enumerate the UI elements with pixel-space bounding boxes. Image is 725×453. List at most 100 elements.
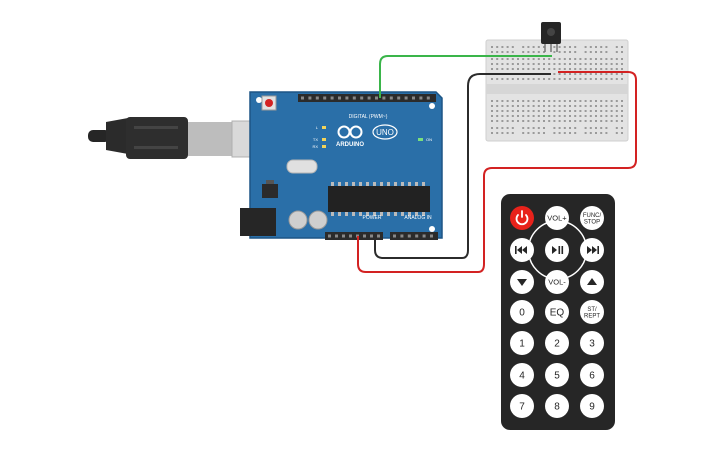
breadboard-hole[interactable] [584, 46, 587, 48]
breadboard-hole[interactable] [491, 120, 493, 122]
remote-button-8[interactable]: 8 [545, 394, 569, 418]
breadboard-hole[interactable] [589, 127, 592, 129]
breadboard-hole[interactable] [589, 51, 592, 53]
breadboard-hole[interactable] [522, 100, 525, 102]
remote-button-next[interactable] [580, 238, 604, 262]
breadboard-hole[interactable] [621, 132, 623, 134]
breadboard-hole[interactable] [511, 115, 514, 117]
breadboard-hole[interactable] [605, 51, 608, 53]
breadboard-hole[interactable] [511, 100, 514, 102]
breadboard-hole[interactable] [496, 120, 499, 122]
breadboard-hole[interactable] [605, 105, 608, 107]
breadboard-hole[interactable] [574, 68, 577, 70]
header-pin[interactable] [397, 96, 401, 100]
breadboard-hole[interactable] [569, 100, 571, 102]
breadboard-hole[interactable] [589, 46, 592, 48]
header-pin[interactable] [342, 234, 345, 238]
breadboard-hole[interactable] [584, 63, 587, 65]
breadboard-hole[interactable] [501, 68, 504, 70]
breadboard-hole[interactable] [595, 68, 597, 70]
breadboard-hole[interactable] [553, 46, 556, 48]
breadboard-hole[interactable] [511, 58, 514, 60]
header-pin[interactable] [370, 234, 373, 238]
breadboard-hole[interactable] [563, 132, 566, 134]
breadboard-hole[interactable] [558, 46, 561, 48]
header-pin[interactable] [328, 234, 331, 238]
breadboard-hole[interactable] [527, 51, 530, 53]
breadboard-hole[interactable] [558, 73, 561, 75]
breadboard-hole[interactable] [595, 132, 597, 134]
breadboard-hole[interactable] [543, 46, 545, 48]
breadboard-hole[interactable] [595, 110, 597, 112]
breadboard-hole[interactable] [543, 51, 545, 53]
breadboard-hole[interactable] [537, 68, 540, 70]
breadboard-hole[interactable] [569, 46, 571, 48]
arduino-uno-board[interactable]: DIGITAL (PWM~) ARDUINO UNO L TX RX ON [240, 91, 443, 240]
breadboard-hole[interactable] [501, 46, 504, 48]
breadboard-hole[interactable] [563, 68, 566, 70]
breadboard-hole[interactable] [569, 115, 571, 117]
breadboard-hole[interactable] [600, 110, 603, 112]
breadboard-hole[interactable] [537, 78, 540, 80]
breadboard-hole[interactable] [589, 120, 592, 122]
breadboard-hole[interactable] [511, 127, 514, 129]
breadboard-hole[interactable] [574, 115, 577, 117]
breadboard-hole[interactable] [496, 115, 499, 117]
breadboard-hole[interactable] [579, 115, 582, 117]
breadboard-hole[interactable] [584, 73, 587, 75]
breadboard-hole[interactable] [589, 58, 592, 60]
breadboard-hole[interactable] [506, 115, 509, 117]
breadboard-hole[interactable] [491, 115, 493, 117]
breadboard-hole[interactable] [610, 78, 613, 80]
breadboard-hole[interactable] [527, 68, 530, 70]
header-pin[interactable] [412, 96, 415, 100]
breadboard-hole[interactable] [496, 110, 499, 112]
breadboard-hole[interactable] [579, 105, 582, 107]
breadboard-hole[interactable] [605, 68, 608, 70]
header-pin[interactable] [349, 234, 352, 238]
breadboard-hole[interactable] [522, 58, 525, 60]
breadboard[interactable] [485, 39, 629, 142]
breadboard-hole[interactable] [589, 100, 592, 102]
breadboard-hole[interactable] [569, 105, 571, 107]
breadboard-hole[interactable] [563, 127, 566, 129]
breadboard-hole[interactable] [589, 63, 592, 65]
breadboard-hole[interactable] [605, 73, 608, 75]
breadboard-hole[interactable] [600, 63, 603, 65]
remote-button-eq[interactable]: EQ [545, 300, 569, 324]
breadboard-hole[interactable] [615, 127, 618, 129]
breadboard-hole[interactable] [595, 115, 597, 117]
breadboard-hole[interactable] [563, 58, 566, 60]
breadboard-hole[interactable] [569, 58, 571, 60]
breadboard-hole[interactable] [605, 110, 608, 112]
breadboard-hole[interactable] [584, 68, 587, 70]
breadboard-hole[interactable] [537, 63, 540, 65]
breadboard-hole[interactable] [511, 110, 514, 112]
breadboard-hole[interactable] [574, 105, 577, 107]
breadboard-hole[interactable] [574, 110, 577, 112]
breadboard-hole[interactable] [553, 105, 556, 107]
breadboard-hole[interactable] [558, 63, 561, 65]
breadboard-hole[interactable] [621, 46, 623, 48]
breadboard-hole[interactable] [595, 120, 597, 122]
breadboard-hole[interactable] [569, 73, 571, 75]
breadboard-hole[interactable] [522, 78, 525, 80]
breadboard-hole[interactable] [527, 127, 530, 129]
breadboard-hole[interactable] [610, 58, 613, 60]
breadboard-hole[interactable] [532, 100, 535, 102]
breadboard-hole[interactable] [511, 46, 514, 48]
breadboard-hole[interactable] [595, 73, 597, 75]
breadboard-hole[interactable] [501, 63, 504, 65]
breadboard-hole[interactable] [511, 68, 514, 70]
breadboard-hole[interactable] [543, 110, 545, 112]
breadboard-hole[interactable] [553, 127, 556, 129]
header-pin[interactable] [308, 96, 312, 100]
header-pin[interactable] [393, 234, 396, 238]
breadboard-hole[interactable] [589, 115, 592, 117]
breadboard-hole[interactable] [517, 120, 519, 122]
breadboard-hole[interactable] [605, 46, 608, 48]
breadboard-hole[interactable] [584, 100, 587, 102]
breadboard-hole[interactable] [537, 58, 540, 60]
breadboard-hole[interactable] [543, 63, 545, 65]
breadboard-hole[interactable] [517, 105, 519, 107]
